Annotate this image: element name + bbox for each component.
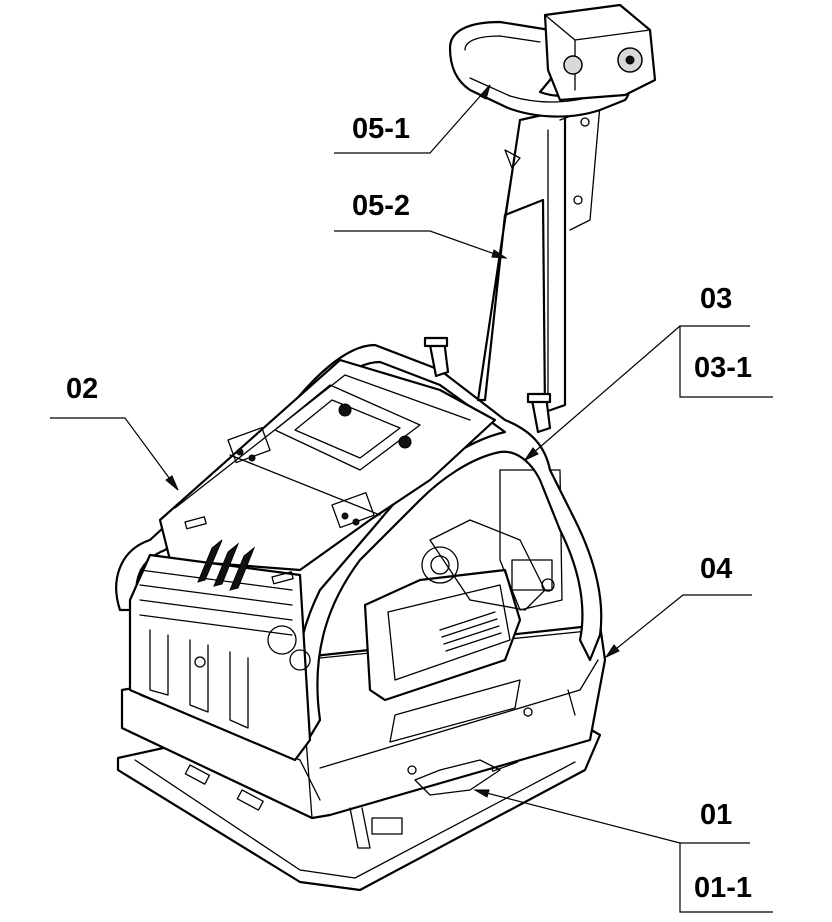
callout-05-1: 05-1: [334, 84, 491, 154]
leader-05-2: [334, 230, 507, 259]
callout-label-05-2: 05-2: [352, 190, 410, 222]
leader-04: [605, 594, 752, 658]
callout-label-03-1: 03-1: [694, 352, 752, 384]
callout-03: 03 03-1: [523, 283, 773, 462]
callout-box-03: [679, 325, 773, 398]
callout-label-02: 02: [66, 373, 98, 405]
engine: [363, 469, 563, 702]
callout-02: 02: [50, 373, 179, 491]
callout-box-01: [679, 842, 773, 913]
callout-05-2: 05-2: [334, 190, 508, 259]
leader-02: [50, 417, 179, 491]
callout-label-01-1: 01-1: [694, 872, 752, 904]
frame-cover: [115, 343, 603, 762]
callout-label-04: 04: [700, 553, 732, 585]
callout-label-01: 01: [700, 799, 732, 831]
leader-03: [524, 325, 681, 461]
leader-01: [474, 789, 681, 844]
callout-label-05-1: 05-1: [352, 113, 410, 145]
callout-label-03: 03: [700, 283, 732, 315]
callout-01: 01 01-1: [473, 789, 773, 913]
handle-assembly: [423, 3, 657, 434]
leader-05-1: [334, 84, 491, 154]
callout-04: 04: [604, 553, 752, 659]
